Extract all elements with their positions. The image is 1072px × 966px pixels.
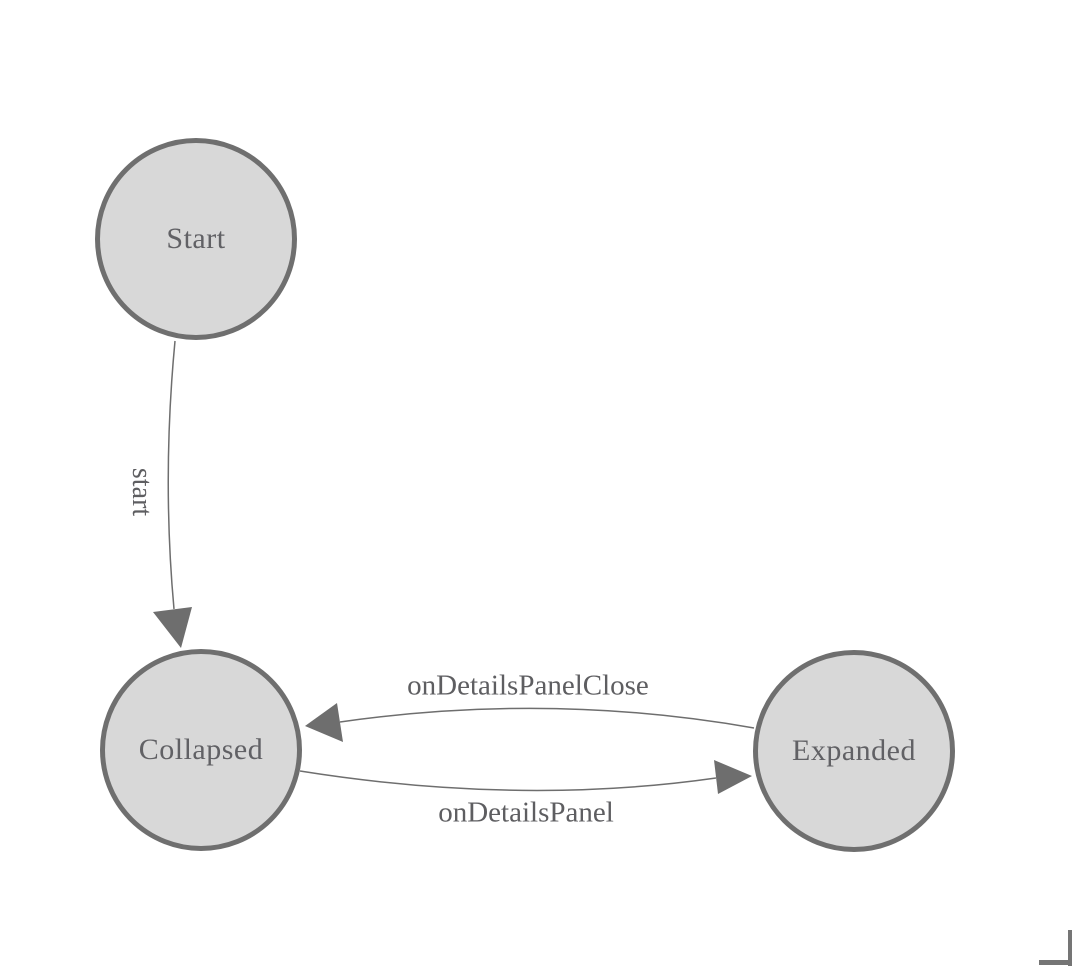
state-node-expanded[interactable]: Expanded bbox=[753, 650, 955, 852]
arrowhead-start-to-collapsed bbox=[153, 607, 192, 648]
canvas-corner-mark-vertical bbox=[1068, 930, 1072, 966]
canvas-corner-mark-horizontal bbox=[1039, 960, 1072, 965]
edge-label-ondetailspanel: onDetailsPanel bbox=[438, 796, 614, 829]
state-label-collapsed: Collapsed bbox=[138, 733, 264, 766]
state-label-start: Start bbox=[166, 222, 226, 255]
arrowhead-expanded-to-collapsed bbox=[305, 703, 343, 742]
state-node-collapsed[interactable]: Collapsed bbox=[100, 649, 302, 851]
edge-label-ondetailspanelclose: onDetailsPanelClose bbox=[407, 669, 649, 702]
edge-label-start: start bbox=[126, 467, 157, 517]
edge-expanded-to-collapsed bbox=[339, 707, 755, 729]
state-node-start[interactable]: Start bbox=[95, 138, 297, 340]
arrowhead-collapsed-to-expanded bbox=[714, 760, 752, 794]
state-label-expanded: Expanded bbox=[792, 734, 916, 767]
edge-collapsed-to-expanded bbox=[299, 770, 717, 792]
edge-start-to-collapsed bbox=[167, 340, 176, 610]
